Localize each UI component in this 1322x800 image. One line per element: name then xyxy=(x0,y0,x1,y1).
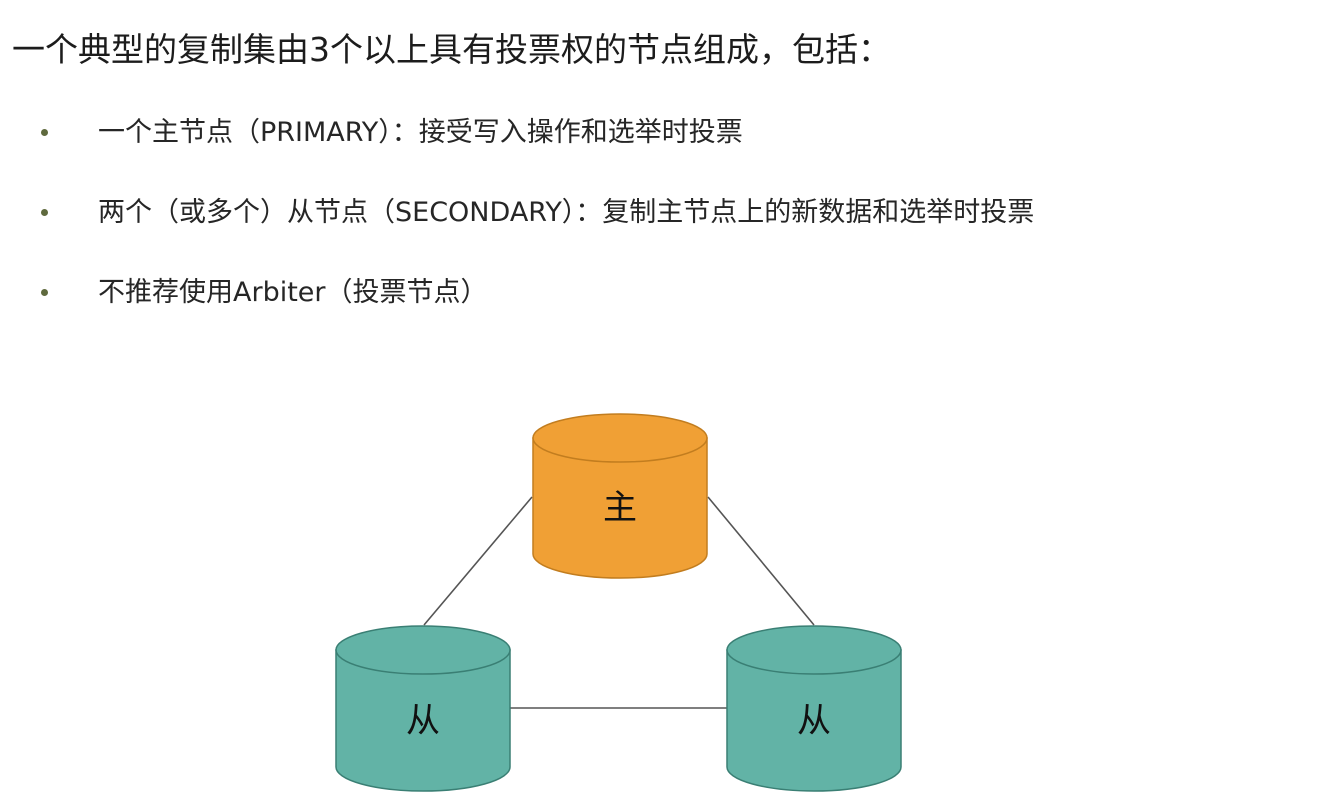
connector-primary-left xyxy=(423,496,533,626)
secondary-left-cylinder-top xyxy=(335,625,511,675)
bullet-item-primary: 一个主节点（PRIMARY）：接受写入操作和选举时投票 xyxy=(0,108,1322,158)
bullet-dot-icon xyxy=(41,209,48,216)
primary-cylinder-body xyxy=(532,437,708,579)
secondary-node-right: 从 xyxy=(726,625,902,792)
secondary-right-label: 从 xyxy=(797,701,831,741)
secondary-right-cylinder-body xyxy=(726,649,902,792)
primary-label: 主 xyxy=(603,488,637,528)
connectors xyxy=(423,496,815,709)
bullet-text: 两个（或多个）从节点（SECONDARY）：复制主节点上的新数据和选举时投票 xyxy=(98,197,1035,228)
secondary-left-label: 从 xyxy=(406,701,440,741)
primary-cylinder-top xyxy=(532,413,708,463)
bullet-dot-icon xyxy=(41,289,48,296)
secondary-node-left: 从 xyxy=(335,625,511,792)
bullet-item-arbiter: 不推荐使用Arbiter（投票节点） xyxy=(0,268,1322,318)
bullet-text: 不推荐使用Arbiter（投票节点） xyxy=(98,277,488,308)
primary-node: 主 xyxy=(532,413,708,579)
bullet-item-secondary: 两个（或多个）从节点（SECONDARY）：复制主节点上的新数据和选举时投票 xyxy=(0,188,1322,238)
page-heading: 一个典型的复制集由3个以上具有投票权的节点组成，包括： xyxy=(12,30,891,69)
connector-primary-right xyxy=(707,496,815,626)
secondary-left-cylinder-body xyxy=(335,649,511,792)
secondary-right-cylinder-top xyxy=(726,625,902,675)
bullet-text: 一个主节点（PRIMARY）：接受写入操作和选举时投票 xyxy=(98,117,743,148)
bullet-dot-icon xyxy=(41,129,48,136)
